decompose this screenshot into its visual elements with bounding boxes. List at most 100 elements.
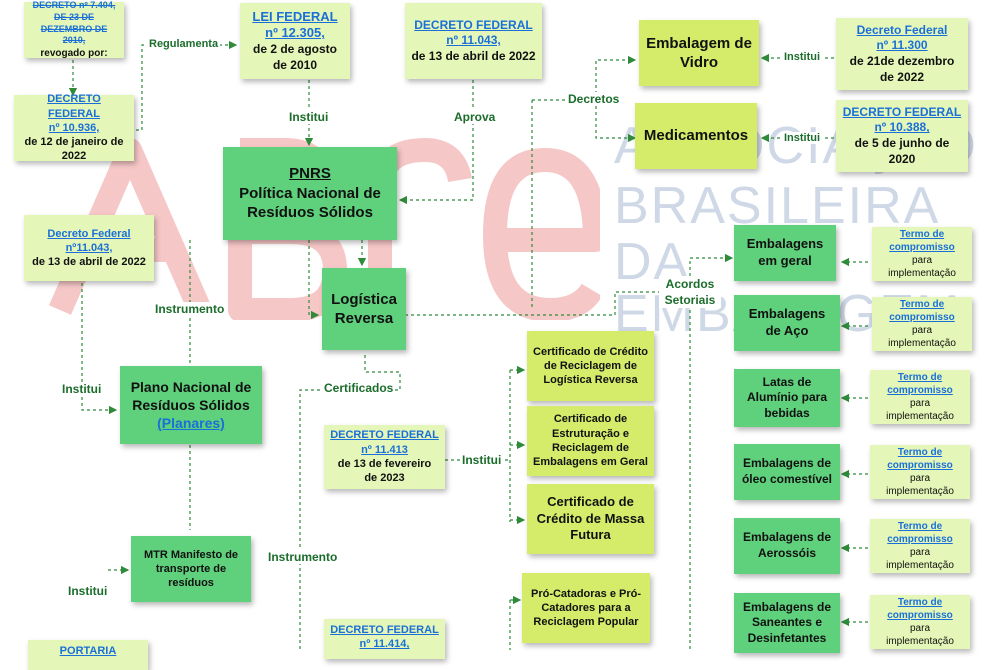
decreto-11300-date: de 21de dezembro de 2022 bbox=[849, 54, 955, 84]
label-regulamenta: Regulamenta bbox=[147, 38, 221, 50]
decreto-10388-title[interactable]: DECRETO FEDERAL bbox=[842, 104, 962, 119]
pnrs-acronym: PNRS bbox=[289, 165, 331, 183]
decreto-10388-number[interactable]: nº 10.388, bbox=[874, 120, 930, 135]
portaria-label[interactable]: PORTARIA bbox=[59, 645, 117, 657]
decreto-11414-title[interactable]: DECRETO FEDERAL bbox=[330, 624, 439, 636]
embalagens-oleo-label: Embalagens de óleo comestível bbox=[741, 456, 833, 486]
logistica-reversa-label: Logística Reversa bbox=[331, 290, 397, 328]
planares-link[interactable]: (Planares) bbox=[157, 415, 225, 432]
label-institui-medicamentos: Institui bbox=[782, 132, 823, 144]
card-logistica-reversa[interactable]: Logística Reversa bbox=[322, 268, 406, 350]
termo-saneantes-sub: para implementação bbox=[886, 623, 954, 647]
termo-latas-link[interactable]: Termo de compromisso bbox=[887, 372, 953, 396]
planares-label: Plano Nacional de Resíduos Sólidos bbox=[130, 378, 252, 413]
label-institui-certificados: Institui bbox=[460, 453, 504, 467]
termo-aco-sub: para implementação bbox=[888, 325, 956, 349]
label-institui-planares: Institui bbox=[60, 382, 104, 396]
card-termo-geral[interactable]: Termo de compromisso para implementação bbox=[872, 227, 972, 281]
card-mtr[interactable]: MTR Manifesto de transporte de resíduos bbox=[131, 536, 251, 602]
termo-aerossois-sub: para implementação bbox=[886, 547, 954, 571]
embalagem-vidro-label: Embalagem de Vidro bbox=[646, 34, 752, 72]
card-termo-oleo[interactable]: Termo de compromisso para implementação bbox=[870, 445, 970, 499]
card-embalagens-aerossois[interactable]: Embalagens de Aerossóis bbox=[734, 518, 840, 574]
label-decretos: Decretos bbox=[566, 92, 622, 106]
card-embalagens-oleo[interactable]: Embalagens de óleo comestível bbox=[734, 444, 840, 500]
card-termo-latas[interactable]: Termo de compromisso para implementação bbox=[870, 370, 970, 424]
certificado-massa-futura-label: Certificado de Crédito de Massa Futura bbox=[536, 493, 645, 543]
label-instrumento-mtr: Instrumento bbox=[266, 550, 340, 564]
watermark-line-2: BRASILEIRA bbox=[614, 177, 941, 235]
termo-aco-link[interactable]: Termo de compromisso bbox=[889, 299, 955, 323]
lei-12305-number[interactable]: nº 12.305, bbox=[265, 25, 325, 41]
lei-12305-title[interactable]: LEI FEDERAL bbox=[252, 8, 338, 24]
decreto-11043-top-title[interactable]: DECRETO FEDERAL bbox=[414, 17, 533, 32]
card-embalagem-vidro[interactable]: Embalagem de Vidro bbox=[639, 20, 759, 86]
card-termo-saneantes[interactable]: Termo de compromisso para implementação bbox=[870, 595, 970, 649]
decreto-10936-date: de 12 de janeiro de 2022 bbox=[24, 136, 124, 163]
decreto-11043-left-date: de 13 de abril de 2022 bbox=[32, 256, 146, 269]
card-lei-12305[interactable]: LEI FEDERAL nº 12.305, de 2 de agosto de… bbox=[240, 3, 350, 79]
card-decreto-10936[interactable]: DECRETO FEDERAL nº 10.936, de 12 de jane… bbox=[14, 93, 134, 163]
decreto-11413-number[interactable]: nº 11.413 bbox=[361, 443, 408, 456]
card-portaria[interactable]: PORTARIA bbox=[28, 640, 148, 670]
card-decreto-11414[interactable]: DECRETO FEDERAL nº 11.414, bbox=[324, 619, 445, 659]
decreto-11300-title[interactable]: Decreto Federal bbox=[856, 22, 948, 37]
card-termo-aco[interactable]: Termo de compromisso para implementação bbox=[872, 297, 972, 351]
card-pro-catadoras[interactable]: Pró-Catadoras e Pró-Catadores para a Rec… bbox=[522, 573, 650, 643]
card-decreto-11413[interactable]: DECRETO FEDERAL nº 11.413 de 13 de fever… bbox=[324, 425, 445, 489]
decreto-10388-date: de 5 de junho de 2020 bbox=[854, 136, 950, 166]
termo-oleo-link[interactable]: Termo de compromisso bbox=[887, 447, 953, 471]
label-institui-pnrs: Institui bbox=[287, 110, 331, 124]
decreto-11413-date: de 13 de fevereiro de 2023 bbox=[337, 458, 432, 485]
termo-aerossois-link[interactable]: Termo de compromisso bbox=[887, 521, 953, 545]
certificado-estruturacao-label: Certificado de Estruturação e Reciclagem… bbox=[533, 413, 648, 469]
embalagens-geral-label: Embalagens em geral bbox=[746, 236, 824, 268]
card-medicamentos[interactable]: Medicamentos bbox=[635, 103, 757, 169]
label-acordos-setoriais: Acordos Setoriais bbox=[659, 276, 721, 309]
medicamentos-label: Medicamentos bbox=[643, 127, 749, 145]
termo-geral-link[interactable]: Termo de compromisso bbox=[889, 229, 955, 253]
termo-geral-sub: para implementação bbox=[888, 255, 956, 279]
card-decreto-11043-left[interactable]: Decreto Federal nº11.043, de 13 de abril… bbox=[24, 215, 154, 281]
card-decreto-10388[interactable]: DECRETO FEDERAL nº 10.388, de 5 de junho… bbox=[836, 100, 968, 172]
pnrs-name: Política Nacional de Resíduos Sólidos bbox=[239, 184, 381, 222]
latas-aluminio-label: Latas de Alumínio para bebidas bbox=[746, 374, 827, 420]
card-pnrs[interactable]: PNRS Política Nacional de Resíduos Sólid… bbox=[223, 147, 397, 240]
decreto-7404-title[interactable]: DECRETO nº 7.404, DE 23 DE DEZEMBRO DE 2… bbox=[32, 0, 116, 46]
card-certificado-massa-futura[interactable]: Certificado de Crédito de Massa Futura bbox=[527, 484, 654, 554]
card-certificado-credito-reciclagem[interactable]: Certificado de Crédito de Reciclagem de … bbox=[527, 331, 654, 401]
decreto-11414-number[interactable]: nº 11.414, bbox=[359, 638, 410, 651]
decreto-7404-sub: revogado por: bbox=[40, 47, 108, 59]
mtr-label: MTR Manifesto de transporte de resíduos bbox=[143, 548, 239, 590]
card-embalagens-saneantes[interactable]: Embalagens de Saneantes e Desinfetantes bbox=[734, 593, 840, 653]
card-termo-aerossois[interactable]: Termo de compromisso para implementação bbox=[870, 519, 970, 573]
label-aprova: Aprova bbox=[452, 110, 498, 124]
decreto-11043-left-title[interactable]: Decreto Federal bbox=[47, 227, 131, 240]
termo-saneantes-link[interactable]: Termo de compromisso bbox=[887, 597, 953, 621]
decreto-10936-title[interactable]: DECRETO FEDERAL bbox=[47, 93, 101, 120]
pro-catadoras-label: Pró-Catadoras e Pró-Catadores para a Rec… bbox=[530, 587, 642, 629]
decreto-11043-left-number[interactable]: nº11.043, bbox=[65, 241, 113, 254]
label-instrumento-planares: Instrumento bbox=[153, 302, 227, 316]
card-planares[interactable]: Plano Nacional de Resíduos Sólidos (Plan… bbox=[120, 366, 262, 444]
embalagens-aco-label: Embalagens de Aço bbox=[748, 306, 826, 338]
label-institui-vidro: Institui bbox=[782, 51, 823, 63]
card-certificado-estruturacao[interactable]: Certificado de Estruturação e Reciclagem… bbox=[527, 406, 654, 476]
embalagens-aerossois-label: Embalagens de Aerossóis bbox=[742, 530, 832, 560]
termo-latas-sub: para implementação bbox=[886, 398, 954, 422]
termo-oleo-sub: para implementação bbox=[886, 473, 954, 497]
card-decreto-11043-top[interactable]: DECRETO FEDERAL nº 11.043, de 13 de abri… bbox=[405, 3, 542, 79]
decreto-11413-title[interactable]: DECRETO FEDERAL bbox=[330, 429, 439, 442]
card-embalagens-aco[interactable]: Embalagens de Aço bbox=[734, 295, 840, 351]
decreto-10936-number[interactable]: nº 10.936, bbox=[48, 121, 100, 134]
card-latas-aluminio[interactable]: Latas de Alumínio para bebidas bbox=[734, 369, 840, 427]
card-decreto-11300[interactable]: Decreto Federal nº 11.300 de 21de dezemb… bbox=[836, 18, 968, 90]
decreto-11043-top-date: de 13 de abril de 2022 bbox=[411, 48, 536, 63]
card-decreto-7404[interactable]: DECRETO nº 7.404, DE 23 DE DEZEMBRO DE 2… bbox=[24, 0, 124, 59]
lei-12305-date: de 2 de agosto de 2010 bbox=[252, 42, 338, 72]
decreto-11300-number[interactable]: nº 11.300 bbox=[876, 38, 928, 53]
label-certificados: Certificados bbox=[322, 381, 396, 395]
card-embalagens-geral[interactable]: Embalagens em geral bbox=[734, 225, 836, 281]
decreto-11043-top-number[interactable]: nº 11.043, bbox=[446, 33, 501, 48]
certificado-credito-reciclagem-label: Certificado de Crédito de Reciclagem de … bbox=[533, 345, 648, 387]
